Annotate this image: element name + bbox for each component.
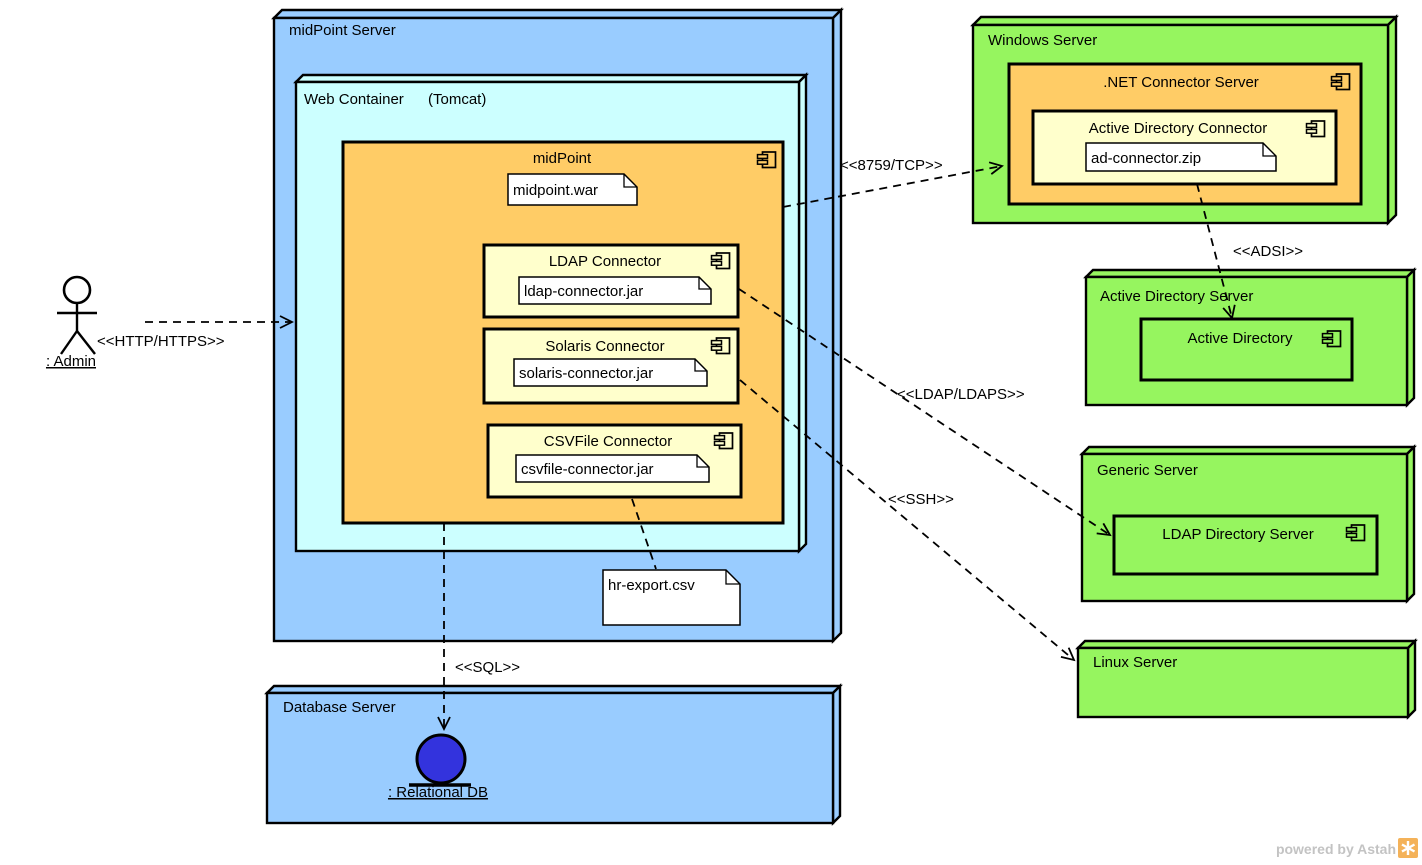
dotnet-connector-server-component: .NET Connector Server Active Directory C… [1007, 62, 1363, 206]
csvfile-connector-jar-label: csvfile-connector.jar [521, 461, 654, 478]
active-directory-server-node: Active Directory Server Active Directory [1083, 267, 1417, 408]
edge-label-adsi: <<ADSI>> [1233, 243, 1303, 260]
midpoint-war-label: midpoint.war [513, 182, 598, 199]
edge-csv-file [631, 498, 657, 570]
web-container-sublabel: (Tomcat) [428, 91, 486, 108]
csvfile-connector-jar-artifact: csvfile-connector.jar [515, 454, 710, 483]
generic-server-node: Generic Server LDAP Directory Server [1079, 444, 1417, 604]
hr-export-csv-label: hr-export.csv [608, 577, 695, 594]
linux-server-node: Linux Server [1075, 638, 1418, 720]
csvfile-connector-label: CSVFile Connector [544, 433, 672, 450]
linux-server-label: Linux Server [1093, 654, 1177, 671]
csvfile-connector-component: CSVFile Connector csvfile-connector.jar [486, 423, 743, 499]
dotnet-connector-server-label: .NET Connector Server [1103, 74, 1259, 91]
actor-admin: : Admin [46, 275, 97, 370]
actor-admin-label: : Admin [46, 353, 96, 370]
edge-label-http: <<HTTP/HTTPS>> [97, 333, 225, 350]
database-server-node: Database Server : Relational DB [264, 683, 843, 826]
edge-label-8759-tcp: <<8759/TCP>> [840, 157, 943, 174]
solaris-connector-jar-artifact: solaris-connector.jar [513, 358, 708, 387]
database-instance-icon [409, 733, 471, 787]
edge-ssh [739, 379, 1076, 662]
ad-connector-zip-label: ad-connector.zip [1091, 150, 1201, 167]
midpoint-component-label: midPoint [533, 150, 592, 167]
edge-adsi [1196, 183, 1236, 320]
windows-server-node: Windows Server .NET Connector Server Act… [970, 14, 1399, 226]
ldap-connector-jar-label: ldap-connector.jar [524, 283, 643, 300]
active-directory-component: Active Directory [1139, 317, 1354, 382]
hr-export-csv-artifact: hr-export.csv [602, 569, 741, 626]
active-directory-label: Active Directory [1187, 330, 1293, 347]
web-container-label: Web Container [304, 91, 404, 108]
stick-figure-icon [57, 275, 97, 355]
solaris-connector-component: Solaris Connector solaris-connector.jar [482, 327, 740, 405]
linux-server-front-face [1076, 646, 1410, 719]
edge-label-ldap-ldaps: <<LDAP/LDAPS>> [897, 386, 1025, 403]
ad-connector-component: Active Directory Connector ad-connector.… [1031, 109, 1338, 186]
ldap-connector-jar-artifact: ldap-connector.jar [518, 276, 712, 305]
watermark-text: powered by Astah [1276, 841, 1396, 857]
edge-ldap-ldaps [738, 288, 1112, 537]
generic-server-label: Generic Server [1097, 462, 1198, 479]
midpoint-war-artifact: midpoint.war [507, 173, 638, 206]
solaris-connector-label: Solaris Connector [545, 338, 664, 355]
ldap-directory-server-label: LDAP Directory Server [1162, 526, 1313, 543]
active-directory-box [1139, 317, 1354, 382]
edge-8759-tcp [782, 161, 1004, 208]
ad-connector-label: Active Directory Connector [1089, 120, 1267, 137]
ad-server-label: Active Directory Server [1100, 288, 1253, 305]
solaris-connector-jar-label: solaris-connector.jar [519, 365, 653, 382]
midpoint-server-label: midPoint Server [289, 22, 396, 39]
relational-db-label: : Relational DB [388, 784, 488, 801]
edge-label-ssh: <<SSH>> [888, 491, 954, 508]
ldap-directory-server-component: LDAP Directory Server [1112, 514, 1379, 576]
ldap-directory-server-box [1112, 514, 1379, 576]
database-server-label: Database Server [283, 699, 396, 716]
edge-label-sql: <<SQL>> [455, 659, 520, 676]
database-server-front-face [265, 691, 835, 825]
watermark: powered by Astah [1276, 838, 1418, 858]
windows-server-label: Windows Server [988, 32, 1097, 49]
astah-logo-icon [1398, 838, 1418, 858]
ad-connector-zip-artifact: ad-connector.zip [1085, 142, 1277, 172]
ldap-connector-label: LDAP Connector [549, 253, 661, 270]
ldap-connector-component: LDAP Connector ldap-connector.jar [482, 243, 740, 319]
